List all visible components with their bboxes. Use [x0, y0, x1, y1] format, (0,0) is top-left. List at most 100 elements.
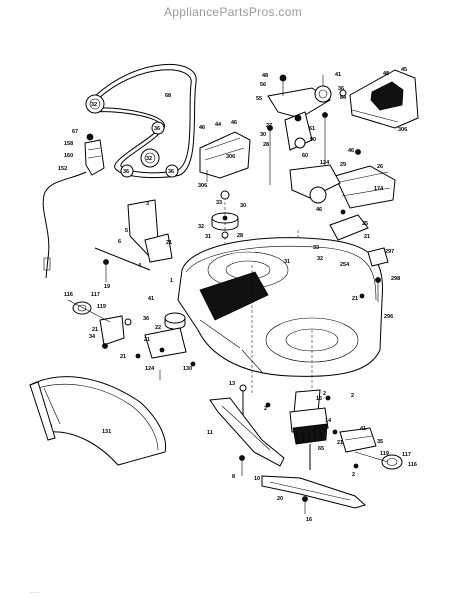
callout-61: 61 [309, 126, 315, 132]
callout-84: 84 [340, 95, 347, 101]
callout-48: 48 [383, 71, 389, 77]
callout-119: 119 [380, 451, 389, 457]
gauge-wheel-right [332, 427, 403, 470]
drive-belt-assembly [85, 63, 197, 179]
gauge-wheel-left [67, 299, 132, 349]
callout-36: 36 [154, 126, 160, 132]
callout-2: 2 [323, 391, 326, 397]
clutch-cable-assembly [42, 133, 105, 279]
callout-45: 45 [401, 67, 407, 73]
callout-33: 33 [313, 245, 319, 251]
callout-55: 55 [256, 96, 262, 102]
callout-28: 28 [237, 233, 243, 239]
callout-46: 46 [348, 148, 354, 154]
callout-19: 19 [104, 284, 110, 290]
callout-296: 296 [384, 314, 393, 320]
mower-deck-housing [177, 237, 383, 400]
callout-30: 30 [240, 203, 246, 209]
callout-48: 48 [262, 73, 268, 79]
callout-6: 6 [118, 239, 121, 245]
callout-31: 31 [284, 259, 290, 265]
watermark: AppliancePartsPros.com [164, 5, 302, 19]
callout-306: 306 [198, 183, 207, 189]
callout-32: 32 [317, 256, 323, 262]
callout-21: 21 [92, 327, 98, 333]
callout-1: 1 [170, 278, 173, 284]
callout-28: 28 [263, 142, 269, 148]
callout-68: 68 [165, 93, 171, 99]
callout-158: 158 [64, 141, 73, 147]
callout-34: 34 [89, 334, 96, 340]
mower-blades [209, 397, 366, 514]
callout-298: 298 [391, 276, 400, 282]
callout-33: 33 [216, 200, 222, 206]
callout-124: 124 [145, 366, 155, 372]
callout-21: 21 [352, 296, 358, 302]
callout-254: 254 [340, 262, 350, 268]
callout-16: 16 [306, 517, 312, 523]
center-idler-arm [267, 111, 328, 185]
idler-pulley-36-left [120, 164, 134, 178]
belt-cover-right [349, 69, 419, 129]
callout-11: 11 [207, 430, 213, 436]
callout-67: 67 [72, 129, 78, 135]
callout-15: 15 [316, 396, 322, 402]
part-callouts: 68 32 36 32 36 36 67 158 160 152 48 56 4… [58, 67, 417, 523]
callout-21: 21 [166, 240, 172, 246]
center-pulley-assembly [211, 164, 341, 265]
callout-10: 10 [254, 476, 260, 482]
pulley-32-upper [85, 94, 105, 114]
right-side-hardware [359, 247, 389, 302]
callout-30: 30 [260, 132, 266, 138]
callout-41: 41 [335, 72, 341, 78]
callout-130: 130 [183, 366, 192, 372]
callout-21: 21 [337, 440, 343, 446]
callout-2: 2 [351, 393, 354, 399]
callout-44: 44 [215, 122, 222, 128]
callout-297: 297 [385, 249, 394, 255]
callout-5: 5 [125, 228, 128, 234]
callout-2: 2 [352, 472, 355, 478]
callout-36: 36 [338, 86, 344, 92]
callout-36: 36 [143, 316, 149, 322]
callout-26: 26 [377, 164, 383, 170]
blade-left [209, 397, 285, 467]
callout-4: 4 [138, 263, 142, 269]
discharge-chute [29, 376, 167, 466]
callout-60: 60 [302, 153, 308, 159]
callout-29: 29 [340, 162, 346, 168]
callout-36: 36 [168, 169, 174, 175]
belt-guard-left [199, 131, 251, 182]
callout-306: 306 [226, 154, 235, 160]
callout-152: 152 [58, 166, 67, 172]
callout-116: 116 [64, 292, 73, 298]
callout-32: 32 [146, 156, 152, 162]
callout-13: 13 [229, 381, 235, 387]
front-hanger-bracket [94, 199, 173, 282]
callout-116: 116 [408, 462, 417, 468]
callout-27: 27 [266, 123, 272, 129]
callout-8: 8 [232, 474, 235, 480]
callout-90: 90 [310, 137, 316, 143]
callout-25: 25 [362, 221, 368, 227]
callout-174: 174 [374, 186, 384, 192]
callout-46: 46 [316, 207, 322, 213]
callout-22: 22 [155, 325, 161, 331]
callout-65: 65 [318, 446, 324, 452]
idler-pulley-36-upper [151, 121, 165, 135]
callout-306: 306 [398, 127, 407, 133]
callout-131: 131 [102, 429, 111, 435]
callout-32: 32 [91, 102, 97, 108]
lower-front-bracket [135, 312, 196, 380]
deck-bracket-right [334, 149, 396, 209]
blade-spindle-assembly [239, 384, 331, 470]
callout-117: 117 [91, 292, 100, 298]
callout-41: 41 [148, 296, 154, 302]
callout-21: 21 [144, 337, 150, 343]
callout-21: 21 [364, 234, 370, 240]
spring-67 [86, 133, 94, 141]
callout-56: 56 [260, 82, 266, 88]
callout-20: 20 [277, 496, 283, 502]
callout-21: 21 [120, 354, 126, 360]
